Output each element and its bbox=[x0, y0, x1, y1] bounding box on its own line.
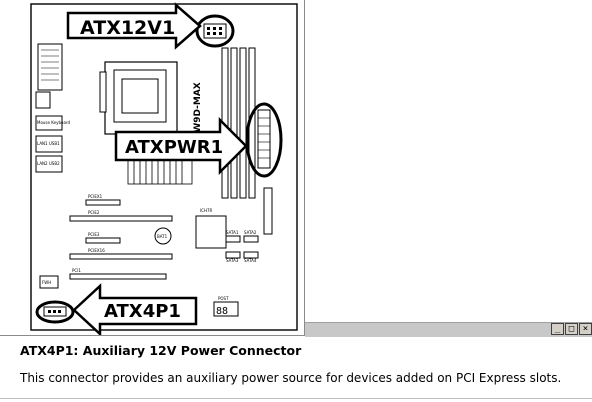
fwh-chip bbox=[39, 275, 59, 289]
io-ports bbox=[37, 43, 63, 91]
mouse-label: Mouse Keyboard bbox=[37, 120, 71, 125]
battery bbox=[154, 227, 172, 245]
svg-text:POST: POST bbox=[218, 296, 229, 301]
bottom-divider bbox=[0, 398, 592, 399]
lan2-label: LAN2 USB2 bbox=[37, 161, 60, 166]
lan1-label: LAN1 USB1 bbox=[37, 141, 60, 146]
lan1-connector bbox=[35, 135, 63, 153]
minimize-button[interactable]: _ bbox=[551, 323, 564, 335]
caption-title: ATX4P1: Auxiliary 12V Power Connector bbox=[20, 343, 302, 358]
model-label: ebl AW9D-MAX bbox=[193, 82, 203, 158]
svg-text:PCI1: PCI1 bbox=[72, 268, 81, 273]
svg-text:FWH: FWH bbox=[42, 280, 51, 285]
ide-connector bbox=[263, 187, 273, 235]
pcie-slots: PCIEX1 PCIE2 PCIE3 PCIEX16 PCI1 bbox=[69, 194, 173, 280]
maximize-button[interactable]: □ bbox=[565, 323, 578, 335]
motherboard-layout-svg: Mouse Keyboard LAN1 USB1 LAN2 USB2 ebl A… bbox=[30, 2, 298, 335]
svg-text:SATA3: SATA3 bbox=[226, 258, 239, 263]
svg-text:SATA1: SATA1 bbox=[226, 230, 239, 235]
svg-text:88: 88 bbox=[216, 306, 228, 317]
svg-text:PCIEX1: PCIEX1 bbox=[88, 194, 103, 199]
caption-description: This connector provides an auxiliary pow… bbox=[20, 371, 562, 385]
svg-text:PCIE3: PCIE3 bbox=[88, 232, 100, 237]
atx12v-label: ATX12V1 bbox=[80, 17, 175, 39]
svg-text:ICH7R: ICH7R bbox=[200, 208, 213, 213]
atx4p-callout: ATX4P1 bbox=[72, 283, 198, 335]
chipset bbox=[195, 215, 227, 249]
atxpwr-callout: ATXPWR1 bbox=[114, 116, 248, 176]
ps2-connector bbox=[35, 115, 63, 131]
atx12v-highlight bbox=[195, 14, 235, 48]
sata-ports: SATA1 SATA2 SATA3 SATA4 bbox=[225, 230, 259, 263]
window-controls: _ □ × bbox=[551, 323, 592, 335]
atxpwr-highlight bbox=[245, 102, 283, 178]
atxpwr-label: ATXPWR1 bbox=[125, 137, 223, 158]
background-panel bbox=[305, 0, 592, 322]
window-status-strip bbox=[305, 322, 592, 337]
atxpwr-connector bbox=[257, 109, 271, 169]
motherboard-diagram: Mouse Keyboard LAN1 USB1 LAN2 USB2 ebl A… bbox=[0, 0, 305, 336]
svg-text:PCIEX16: PCIEX16 bbox=[88, 248, 105, 253]
lan2-connector bbox=[35, 155, 63, 173]
post-display bbox=[213, 301, 239, 317]
svg-text:BAT1: BAT1 bbox=[157, 234, 168, 239]
atx12v-connector bbox=[203, 23, 227, 39]
svg-text:SATA2: SATA2 bbox=[244, 230, 257, 235]
svg-text:SATA4: SATA4 bbox=[244, 258, 257, 263]
close-button[interactable]: × bbox=[579, 323, 592, 335]
atx4p-highlight bbox=[35, 300, 75, 324]
svg-text:PCIE2: PCIE2 bbox=[88, 210, 100, 215]
atx4p-label: ATX4P1 bbox=[104, 301, 181, 322]
atx12v-callout: ATX12V1 bbox=[66, 2, 202, 50]
